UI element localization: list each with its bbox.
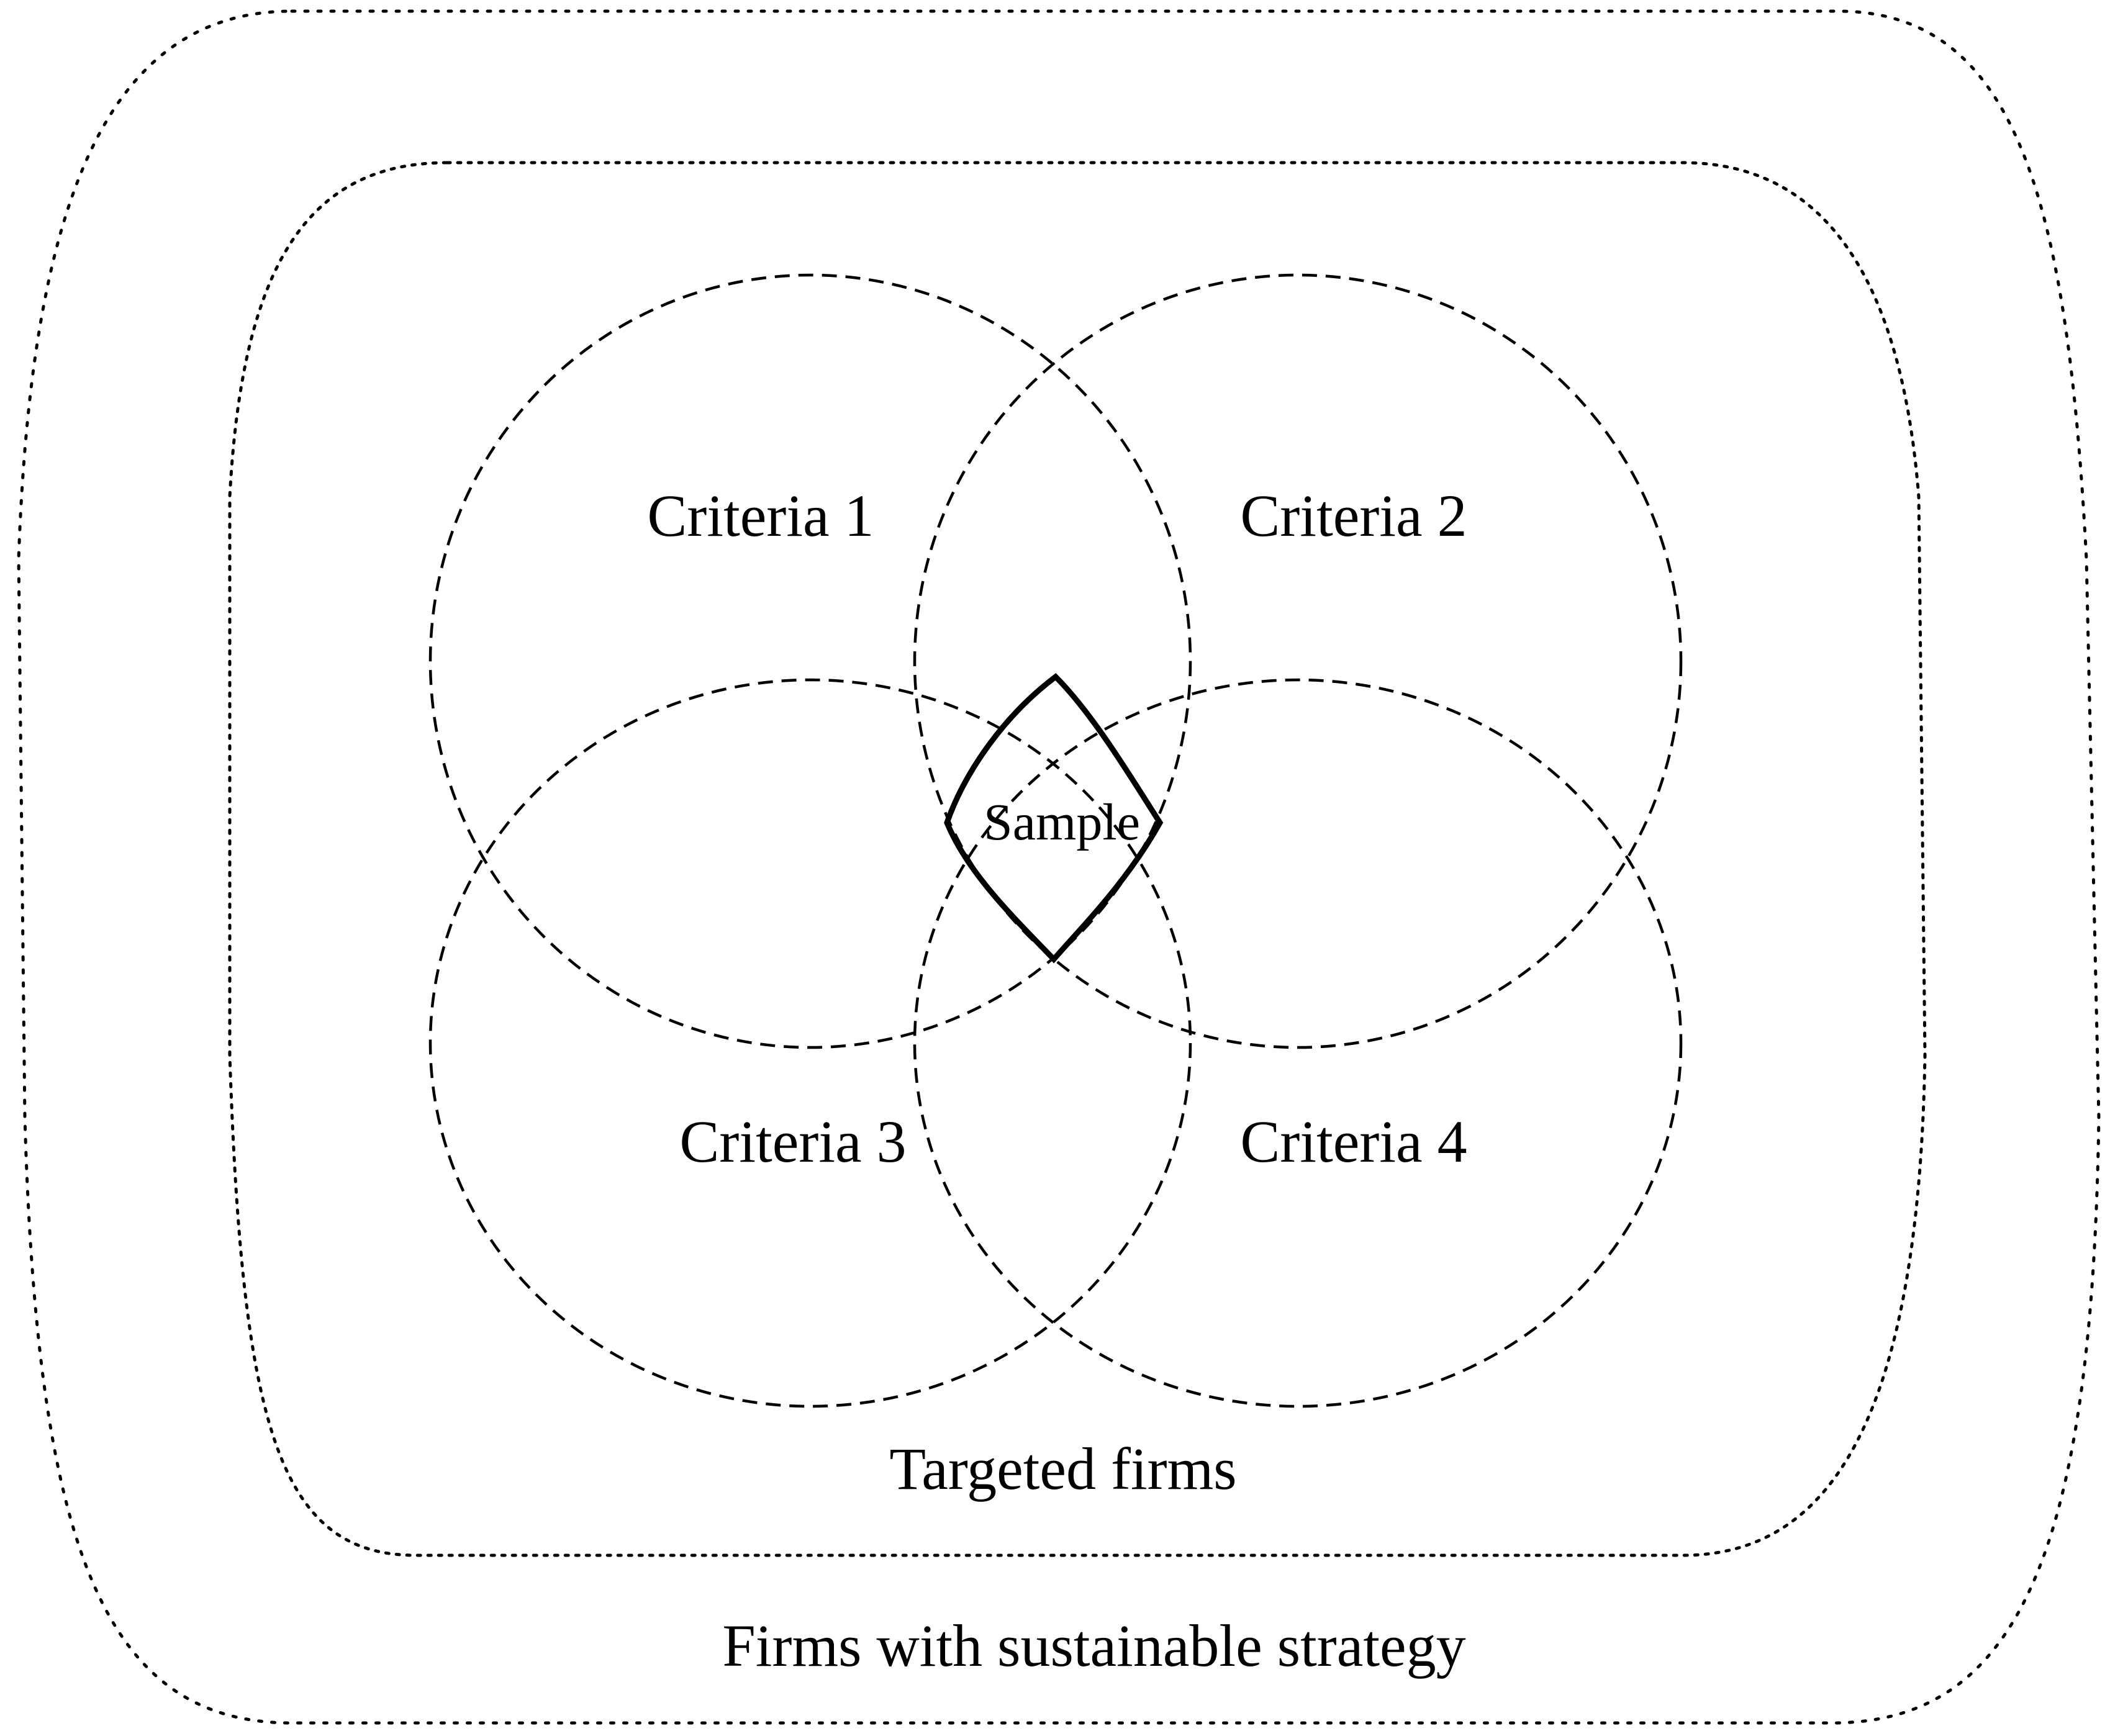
firms-with-sustainable-strategy-label: Firms with sustainable strategy [722, 1612, 1465, 1679]
outer-region-boundary [17, 9, 2101, 1725]
targeted-firms-label: Targeted firms [889, 1435, 1236, 1502]
criteria-3-label: Criteria 3 [679, 1108, 906, 1175]
criteria-2-circle [913, 273, 1683, 1049]
criteria-1-circle [428, 273, 1192, 1049]
criteria-4-label: Criteria 4 [1240, 1108, 1467, 1175]
criteria-3-circle [428, 678, 1192, 1408]
sample-region [944, 673, 1164, 964]
sample-label: Sample [984, 793, 1140, 851]
criteria-1-label: Criteria 1 [647, 482, 874, 549]
inner-region-boundary [228, 161, 1927, 1557]
criteria-2-label: Criteria 2 [1240, 482, 1467, 549]
criteria-4-circle [913, 678, 1683, 1408]
